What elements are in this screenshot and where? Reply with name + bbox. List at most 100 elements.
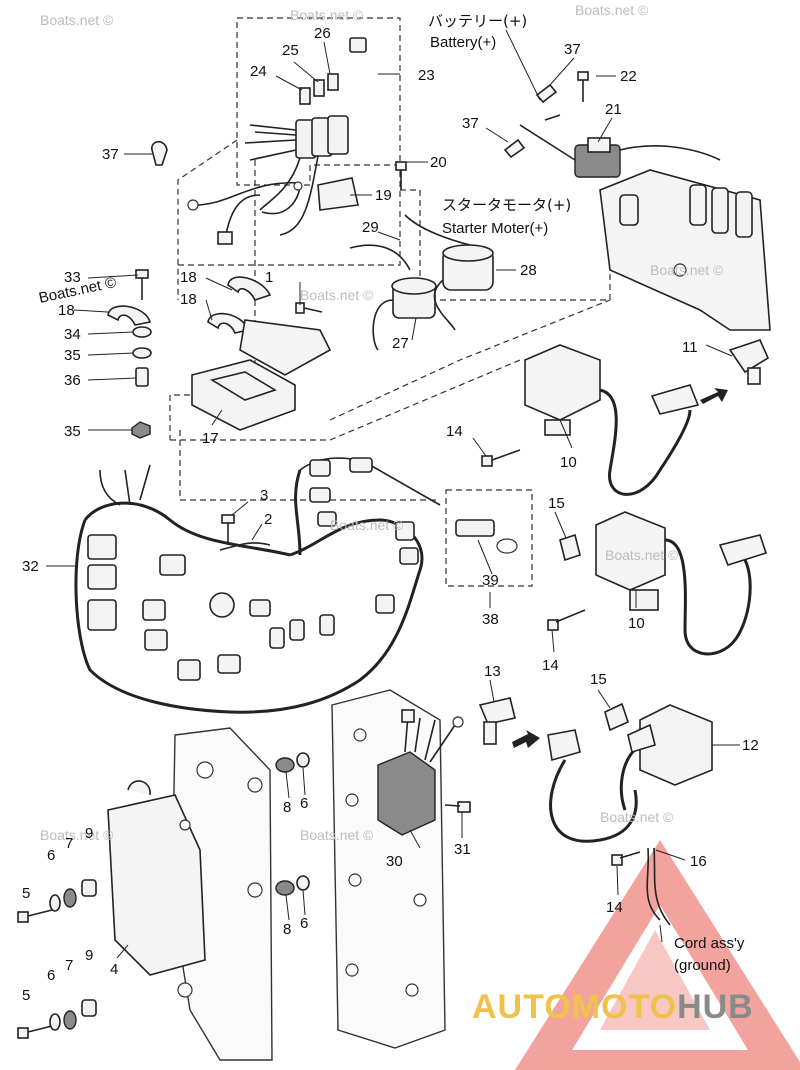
watermark-text: Boats.net © xyxy=(575,2,649,18)
part-number: 15 xyxy=(548,495,565,512)
clip-15-upper xyxy=(559,533,581,562)
watermark-text: Boats.net © xyxy=(40,827,114,843)
ignition-coil-10-upper xyxy=(524,344,700,496)
watermark-text: Boats.net © xyxy=(600,809,674,825)
cdi-unit-4 xyxy=(107,780,206,976)
logo-triangle-mark xyxy=(515,840,800,1070)
part-number: 3 xyxy=(260,487,268,504)
ignition-coil-12 xyxy=(547,704,713,843)
screw-5-upper xyxy=(17,909,53,923)
part-number: 39 xyxy=(482,572,499,589)
upper-harness xyxy=(187,181,303,245)
part-number: 6 xyxy=(47,967,55,984)
watermark-text: Boats.net © xyxy=(300,827,374,843)
bracket-17 xyxy=(191,359,296,431)
part-number: 16 xyxy=(690,853,707,870)
cord-label-line2: (ground) xyxy=(674,957,731,974)
fuse-25 xyxy=(313,79,325,97)
relay-27 xyxy=(372,277,437,351)
part-number: 19 xyxy=(375,187,392,204)
part-number: 14 xyxy=(606,899,623,916)
screw-14-middle xyxy=(547,609,586,631)
part-number: 35 xyxy=(64,423,81,440)
starter-label-en: Starter Moter(+) xyxy=(442,220,548,237)
battery-label-jp: バッテリー(+) xyxy=(428,12,527,30)
ignition-coil-10-lower xyxy=(595,511,768,656)
logo-text-automoto: AUTOMOTO xyxy=(472,988,677,1026)
washers-6-7-9-upper xyxy=(49,879,97,912)
bolt-31 xyxy=(444,801,471,813)
text-labels: バッテリー(+) Battery(+) スタータモータ(+) Starter M… xyxy=(428,12,745,974)
watermark-text: Boats.net © xyxy=(330,517,404,533)
fuse-holder-23 xyxy=(244,115,349,236)
screw-14-upper xyxy=(481,449,521,467)
watermark-text: Boats.net © xyxy=(290,7,364,23)
cap-37-top xyxy=(535,83,558,104)
watermark-text: Boats.net © xyxy=(40,12,114,28)
collar-36 xyxy=(135,367,149,387)
part-number: 23 xyxy=(418,67,435,84)
part-number: 8 xyxy=(283,921,291,938)
part-number: 5 xyxy=(22,987,30,1004)
starter-label-jp: スタータモータ(+) xyxy=(442,196,571,214)
watermark-text: Boats.net © xyxy=(300,287,374,303)
washer-35-upper xyxy=(132,347,152,359)
bracket-assembly xyxy=(239,319,332,376)
part-number: 29 xyxy=(362,219,379,236)
part-number: 4 xyxy=(110,961,118,978)
arrow-left xyxy=(512,730,540,748)
grommets-8-6 xyxy=(275,752,310,896)
part-number: 37 xyxy=(564,41,581,58)
part-number: 5 xyxy=(22,885,30,902)
part-number: 36 xyxy=(64,372,81,389)
cap-37-mid xyxy=(503,138,526,159)
screw-5-lower xyxy=(17,1025,53,1039)
part-number: 18 xyxy=(180,291,197,308)
part-number: 18 xyxy=(180,269,197,286)
lead-29 xyxy=(349,214,471,271)
fuse-spare-26 xyxy=(349,37,367,53)
part-number: 8 xyxy=(283,799,291,816)
watermarks: Boats.net © Boats.net © Boats.net © Boat… xyxy=(37,2,724,843)
washers-6-7-9-lower xyxy=(49,999,97,1031)
part-number: 22 xyxy=(620,68,637,85)
part-number: 13 xyxy=(484,663,501,680)
rectifier-30 xyxy=(377,709,464,836)
part-number: 2 xyxy=(264,511,272,528)
bolt-33 xyxy=(135,269,149,300)
fuse-24 xyxy=(299,87,311,105)
part-number: 35 xyxy=(64,347,81,364)
part-number: 33 xyxy=(64,269,81,286)
fuse-26 xyxy=(327,73,339,91)
clip-15-lower xyxy=(604,702,629,732)
part-number: 9 xyxy=(85,947,93,964)
lead-2 xyxy=(219,542,271,551)
part-numbers: 1 2 3 4 5 5 6 6 6 6 7 7 8 8 9 9 10 10 11… xyxy=(22,25,759,1004)
part-number: 7 xyxy=(65,957,73,974)
part-number: 10 xyxy=(560,454,577,471)
battery-label-en: Battery(+) xyxy=(430,34,496,51)
part-number: 17 xyxy=(202,430,219,447)
bolt-3 xyxy=(221,514,235,545)
part-number: 27 xyxy=(392,335,409,352)
part-number: 37 xyxy=(102,146,119,163)
starter-relay-21 xyxy=(519,114,721,178)
part-number: 9 xyxy=(85,825,93,842)
part-number: 38 xyxy=(482,611,499,628)
logo-text-hub: HUB xyxy=(677,988,754,1026)
relay-28 xyxy=(433,244,494,331)
part-number: 21 xyxy=(605,101,622,118)
part-number: 31 xyxy=(454,841,471,858)
screw-14-lower xyxy=(611,851,641,866)
part-number: 32 xyxy=(22,558,39,575)
part-number: 1 xyxy=(265,269,273,286)
part-number: 12 xyxy=(742,737,759,754)
part-number: 14 xyxy=(446,423,463,440)
leader-lines xyxy=(46,29,740,959)
part-number: 7 xyxy=(65,835,73,852)
clamp-18-left xyxy=(107,305,152,326)
washer-34 xyxy=(132,326,152,338)
engine-block xyxy=(599,169,771,331)
automotohub-logo: AUTOMOTOHUB xyxy=(472,988,754,1026)
